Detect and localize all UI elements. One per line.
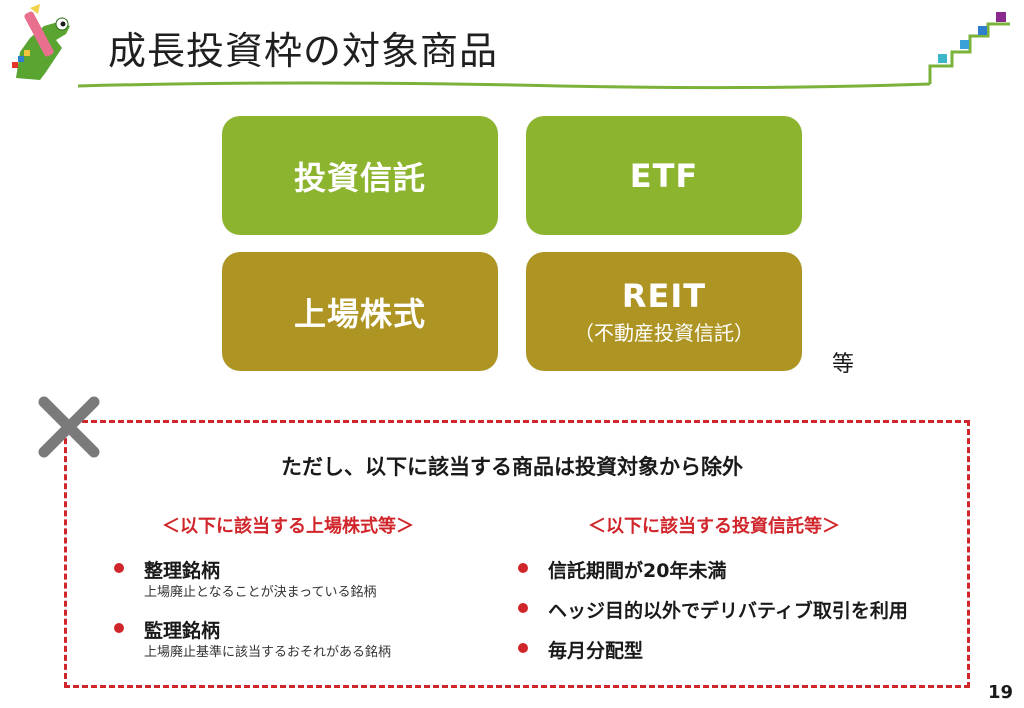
exclusion-note: ただし、以下に該当する商品は投資対象から除外 (281, 455, 743, 479)
page-title: 成長投資枠の対象商品 (108, 29, 499, 73)
card-label: ETF (629, 156, 699, 195)
card-label: 投資信託 (293, 158, 426, 197)
list-item-title: 監理銘柄 (144, 620, 221, 642)
card-label: 上場株式 (293, 294, 426, 333)
card-etf: ETF (526, 116, 802, 235)
list-item-title: 信託期間が20年未満 (548, 560, 727, 582)
step-square (978, 26, 987, 35)
card-reit: REIT （不動産投資信託） (526, 252, 802, 371)
bullet-icon (518, 563, 528, 573)
step-square (996, 12, 1006, 22)
bullet-icon (518, 643, 528, 653)
page-number: 19 (988, 682, 1014, 703)
exclusion-box (64, 420, 970, 688)
right-heading: ＜以下に該当する投資信託等＞ (588, 516, 840, 537)
etc-label: 等 (832, 352, 855, 377)
bullet-icon (518, 603, 528, 613)
card-label: REIT (621, 277, 707, 315)
header-decoration (12, 4, 1010, 90)
bullet-icon (114, 563, 124, 573)
list-item-desc: 上場廃止となることが決まっている銘柄 (144, 585, 377, 600)
card-investment-trust: 投資信託 (222, 116, 498, 235)
cross-icon (38, 396, 100, 458)
bullet-icon (114, 623, 124, 633)
step-square (938, 54, 947, 63)
list-item-title: 整理銘柄 (144, 560, 221, 582)
card-listed-stock: 上場株式 (222, 252, 498, 371)
list-item-title: ヘッジ目的以外でデリバティブ取引を利用 (548, 600, 908, 622)
mascot-icon (12, 4, 70, 80)
step-square (960, 40, 969, 49)
card-sublabel: （不動産投資信託） (574, 321, 754, 345)
list-item-desc: 上場廃止基準に該当するおそれがある銘柄 (144, 645, 392, 660)
left-heading: ＜以下に該当する上場株式等＞ (162, 516, 414, 537)
list-item-title: 毎月分配型 (548, 640, 644, 662)
